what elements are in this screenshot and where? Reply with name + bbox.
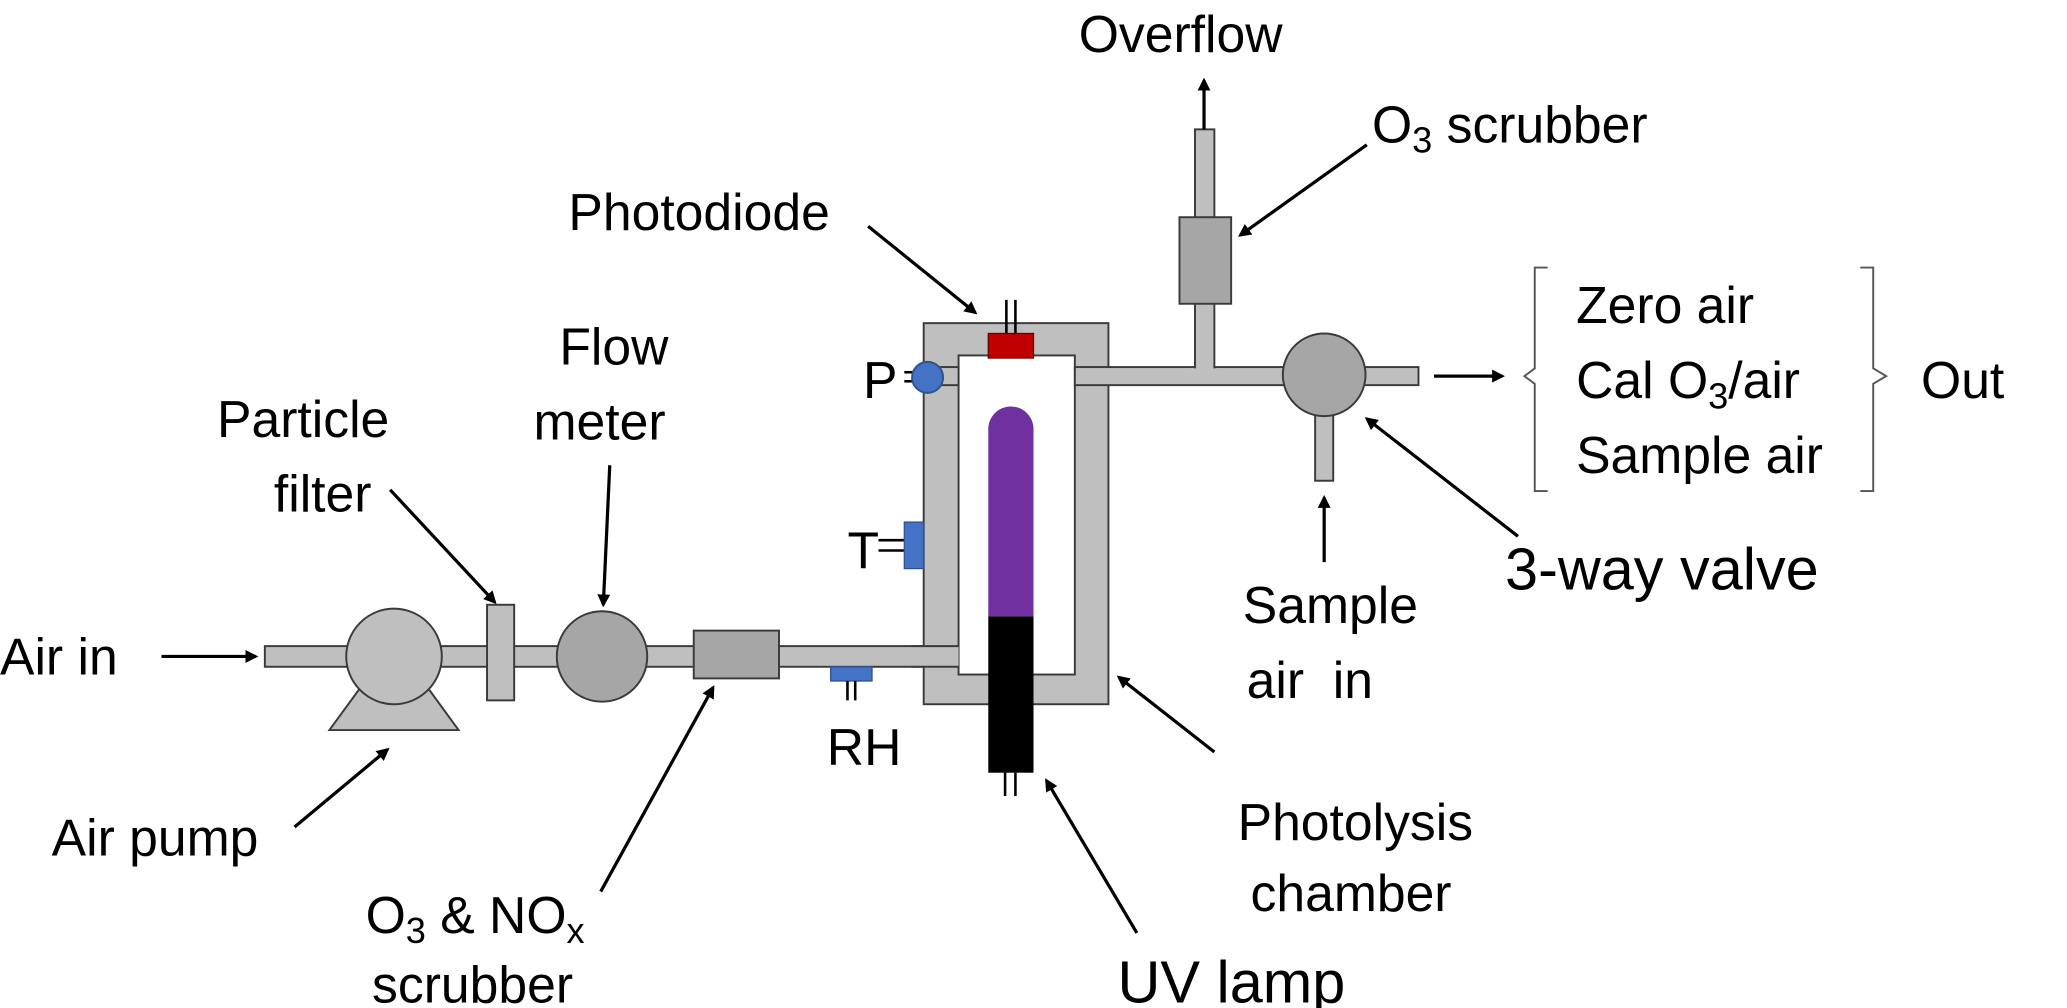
left-brace	[1522, 266, 1548, 493]
right-brace	[1860, 266, 1889, 493]
t-label: T	[847, 522, 879, 580]
uv-lamp-label: UV lamp	[1117, 949, 1345, 1008]
flow-meter-arrow	[597, 465, 612, 608]
flow-meter	[555, 610, 649, 703]
o3-nox-scrubber	[692, 629, 780, 680]
pressure-sensor	[911, 360, 945, 394]
rh-label: RH	[827, 718, 902, 776]
out-label: Out	[1921, 351, 2004, 409]
o3-scrubber	[1178, 216, 1233, 305]
output-sample-air: Sample air	[1576, 426, 1823, 484]
particle-filter-label-1: Particle	[217, 390, 389, 448]
photodiode-arrow	[867, 224, 978, 315]
three-way-valve	[1281, 332, 1367, 418]
valve-arrow	[1364, 417, 1519, 538]
three-way-valve-label: 3-way valve	[1505, 535, 1819, 602]
rh-sensor	[830, 666, 873, 682]
flow-meter-label-1: Flow	[559, 317, 669, 375]
photodiode	[987, 332, 1035, 359]
air-pump-arrow	[293, 747, 390, 829]
outlet-pipe	[1073, 366, 1296, 387]
chamber-arrow	[1116, 675, 1216, 754]
particle-filter	[486, 603, 516, 702]
uv-lamp	[988, 406, 1034, 617]
inlet-pipe-end	[910, 646, 959, 667]
output-zero-air: Zero air	[1576, 276, 1754, 334]
particle-filter-arrow	[388, 488, 497, 605]
photolysis-chamber-label-2: chamber	[1251, 864, 1452, 922]
sample-air-in-label-2: air in	[1247, 651, 1373, 709]
o3-nox-scrubber-arrow	[599, 685, 715, 893]
particle-filter-label-2: filter	[274, 465, 372, 523]
overflow-label: Overflow	[1079, 5, 1283, 63]
p-label: P	[863, 351, 897, 409]
sample-air-in-label-1: Sample	[1243, 576, 1418, 634]
o3-nox-scrubber-label: O3 & NOx	[366, 886, 585, 951]
air-pump	[345, 607, 443, 706]
output-cal-o3-air: Cal O3/air	[1576, 351, 1800, 416]
air-pump-label: Air pump	[52, 808, 259, 866]
air-in-label: Air in	[0, 628, 118, 686]
sample-inlet	[1314, 410, 1335, 482]
uv-lamp-base	[988, 616, 1034, 773]
photolysis-chamber-label-1: Photolysis	[1238, 793, 1473, 851]
o3-scrubber-label: O3 scrubber	[1372, 95, 1648, 160]
temperature-sensor	[903, 521, 925, 570]
o3-scrubber-arrow	[1238, 143, 1368, 237]
uv-lamp-arrow	[1045, 778, 1139, 934]
o3-nox-scrubber-label-2: scrubber	[372, 956, 573, 1008]
photodiode-label: Photodiode	[568, 183, 829, 241]
flow-meter-label-2: meter	[534, 392, 666, 450]
